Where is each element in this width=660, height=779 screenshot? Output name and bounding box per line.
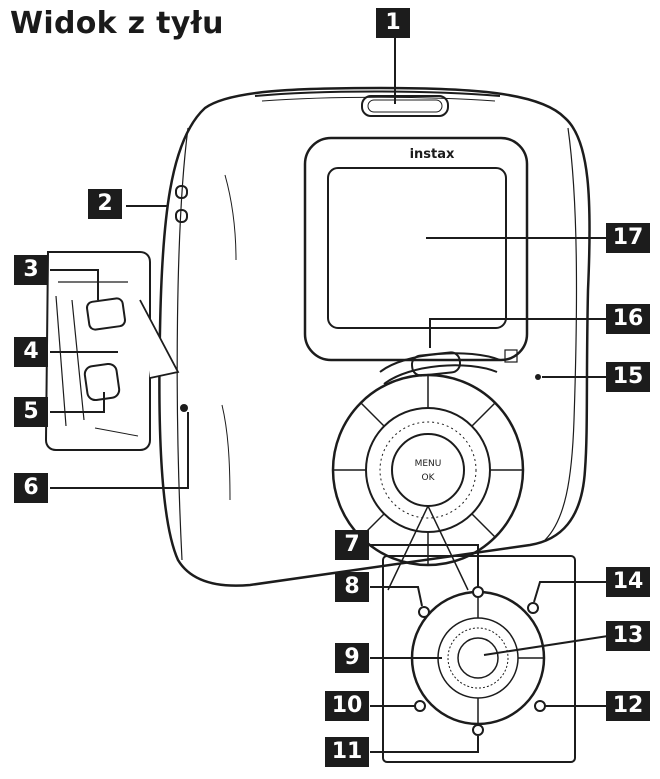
dial-top-button <box>472 586 484 598</box>
svg-text:OK: OK <box>422 473 436 483</box>
callout-2: 2 <box>88 189 122 219</box>
lcd-screen <box>327 167 507 329</box>
svg-text:MENU: MENU <box>415 459 442 469</box>
callout-10: 10 <box>325 691 369 721</box>
callout-13: 13 <box>606 621 650 651</box>
right-side-edge <box>544 127 578 541</box>
callout-4: 4 <box>14 337 48 367</box>
camera-body-outline <box>158 86 591 587</box>
callout-14: 14 <box>606 567 650 597</box>
top-switch-icon <box>361 95 449 117</box>
callout-11: 11 <box>325 737 369 767</box>
callout-7: 7 <box>335 530 369 560</box>
leader-lines <box>50 38 609 753</box>
speaker-dot <box>535 374 541 380</box>
status-dot <box>180 404 188 412</box>
mode-switch <box>379 349 518 385</box>
callout-16: 16 <box>606 304 650 334</box>
page-title: Widok z tyłu <box>10 6 224 41</box>
dial-right-lower-button <box>534 700 546 712</box>
callout-3: 3 <box>14 255 48 285</box>
dial-left-lower-button <box>414 700 426 712</box>
usb-port-icon <box>86 297 126 331</box>
callout-9: 9 <box>335 643 369 673</box>
callout-1: 1 <box>376 8 410 38</box>
callout-17: 17 <box>606 223 650 253</box>
callout-6: 6 <box>14 473 48 503</box>
top-ridge <box>254 90 501 97</box>
lcd-bezel <box>303 136 529 362</box>
card-slot-icon <box>83 362 121 402</box>
strap-hole-bottom <box>175 209 188 223</box>
callout-15: 15 <box>606 362 650 392</box>
dial-bottom-button <box>472 724 484 736</box>
callout-12: 12 <box>606 691 650 721</box>
control-dial-enlarged <box>410 586 546 736</box>
left-side-edge <box>176 127 189 561</box>
brand-logo: instax <box>410 147 455 162</box>
callout-5: 5 <box>14 397 48 427</box>
dial-left-upper-button <box>418 606 430 618</box>
control-dial-on-body: MENU OK <box>331 373 525 567</box>
callout-8: 8 <box>335 572 369 602</box>
strap-hole-top <box>175 185 188 199</box>
slot-cover-panel <box>44 251 180 451</box>
dial-right-upper-button <box>527 602 539 614</box>
